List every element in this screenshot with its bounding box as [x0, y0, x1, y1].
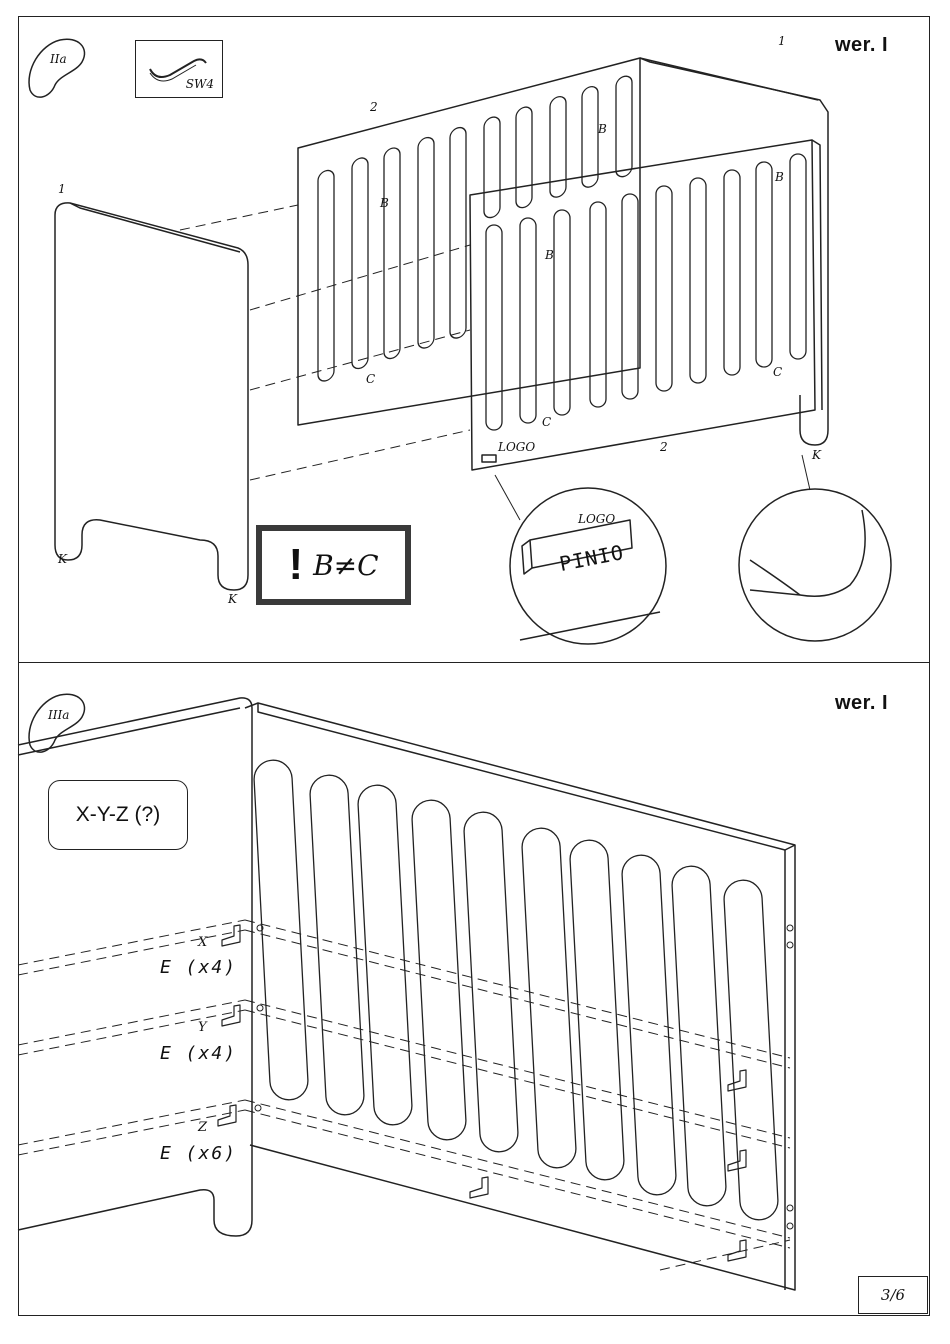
version-label-bottom: wer. I	[835, 692, 888, 715]
row-letter-x: X	[198, 935, 207, 950]
row-hardware-y: E (x4)	[160, 1043, 237, 1064]
question-text: X-Y-Z (?)	[76, 803, 160, 827]
bracket-icons	[218, 925, 746, 1261]
screw-holes	[255, 925, 793, 1229]
assembly-lines-bottom	[18, 920, 790, 1270]
step-label-bottom: IIIa	[48, 708, 69, 722]
row-hardware-z: E (x6)	[160, 1143, 237, 1164]
page-number: 3/6	[858, 1276, 928, 1314]
row-letter-z: Z	[198, 1120, 207, 1135]
long-panel-bottom	[245, 703, 795, 1290]
question-box: X-Y-Z (?)	[48, 780, 188, 850]
row-letter-y: Y	[198, 1020, 207, 1035]
row-hardware-x: E (x4)	[160, 957, 237, 978]
step-icon-bottom	[29, 694, 84, 752]
